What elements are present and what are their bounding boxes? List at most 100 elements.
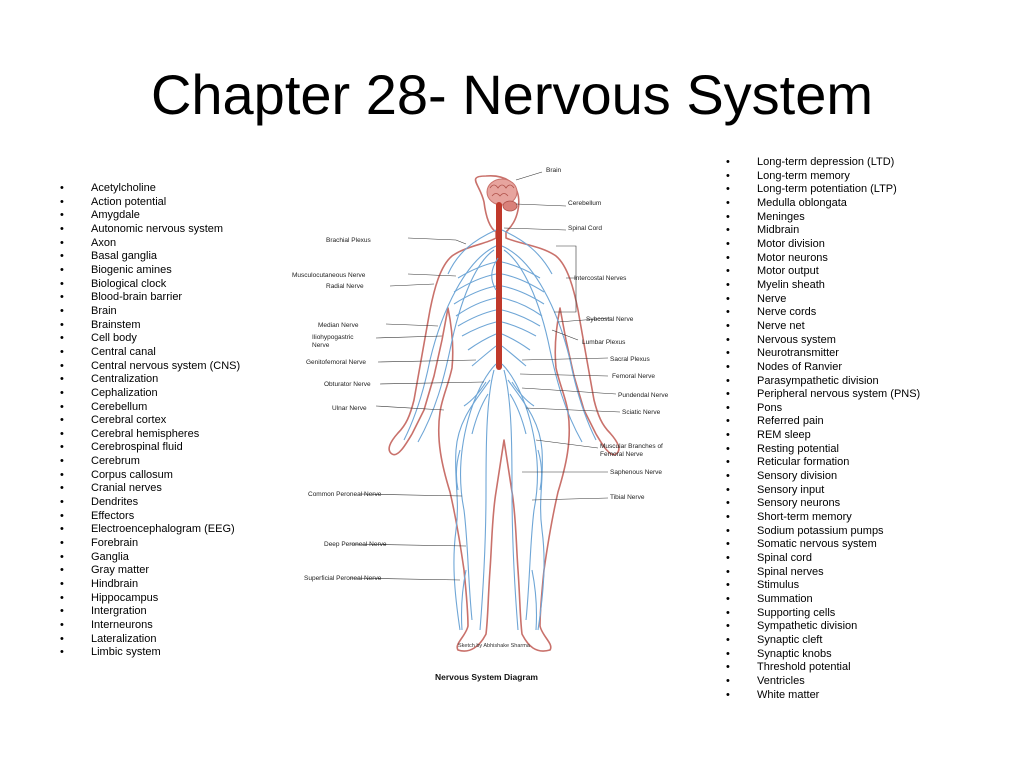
right-term: Somatic nervous system	[726, 538, 920, 552]
left-term: Dendrites	[60, 496, 240, 510]
left-term: Cranial nerves	[60, 482, 240, 496]
right-term: Motor output	[726, 265, 920, 279]
right-term: Medulla oblongata	[726, 197, 920, 211]
left-term: Central nervous system (CNS)	[60, 360, 240, 374]
left-term: Cell body	[60, 332, 240, 346]
brain-shape	[486, 178, 518, 212]
label-sacral: Sacral Plexus	[610, 356, 650, 363]
label-intercostal: Intercostal Nerves	[574, 275, 627, 282]
right-term: Nerve net	[726, 320, 920, 334]
label-brachial-plexus: Brachial Plexus	[326, 237, 372, 244]
left-term: Cephalization	[60, 387, 240, 401]
right-term: Nervous system	[726, 334, 920, 348]
right-term: Ventricles	[726, 675, 920, 689]
right-term: Sympathetic division	[726, 620, 920, 634]
leader-lines	[349, 171, 621, 581]
label-obturator: Obturator Nerve	[324, 381, 371, 388]
left-term: Biogenic amines	[60, 264, 240, 278]
right-term-list: Long-term depression (LTD)Long-term memo…	[726, 156, 920, 702]
label-tibial: Tibial Nerve	[610, 494, 645, 501]
left-term: Cerebral cortex	[60, 414, 240, 428]
nerve-network	[403, 229, 597, 631]
left-term: Cerebrum	[60, 455, 240, 469]
label-subcostal: Sybcostal Nerve	[586, 316, 634, 323]
left-term: Ganglia	[60, 551, 240, 565]
label-common-peroneal: Common Peroneal Nerve	[308, 491, 382, 498]
left-term: Limbic system	[60, 646, 240, 660]
body-outline	[388, 175, 620, 652]
right-term: Neurotransmitter	[726, 347, 920, 361]
right-term: Referred pain	[726, 415, 920, 429]
right-term: Nerve	[726, 293, 920, 307]
label-cerebellum: Cerebellum	[568, 200, 601, 207]
left-term: Electroencephalogram (EEG)	[60, 523, 240, 537]
left-term: Intergration	[60, 605, 240, 619]
right-term: Threshold potential	[726, 661, 920, 675]
right-term: REM sleep	[726, 429, 920, 443]
left-term: Centralization	[60, 373, 240, 387]
right-term: Nodes of Ranvier	[726, 361, 920, 375]
label-radial: Radial Nerve	[326, 283, 364, 290]
label-muscular-1: Muscular Branches of	[600, 443, 663, 450]
left-term: Lateralization	[60, 633, 240, 647]
left-term: Autonomic nervous system	[60, 223, 240, 237]
left-term: Hindbrain	[60, 578, 240, 592]
right-term: Sodium potassium pumps	[726, 525, 920, 539]
left-term: Gray matter	[60, 564, 240, 578]
label-iliohypogastric-1: Iliohypogastric	[312, 334, 354, 341]
right-term: Spinal nerves	[726, 566, 920, 580]
right-term: Myelin sheath	[726, 279, 920, 293]
spinal-cord-shape	[496, 202, 502, 370]
label-musculocutaneous: Musculocutaneous Nerve	[292, 272, 366, 279]
left-term: Basal ganglia	[60, 250, 240, 264]
right-term: Motor neurons	[726, 252, 920, 266]
left-term: Cerebrospinal fluid	[60, 441, 240, 455]
left-term: Action potential	[60, 196, 240, 210]
label-superficial-peroneal: Superficial Peroneal Nerve	[304, 575, 382, 582]
right-term: Midbrain	[726, 224, 920, 238]
label-ulnar: Ulnar Nerve	[332, 405, 367, 412]
label-deep-peroneal: Deep Peroneal Nerve	[324, 541, 387, 548]
right-term: Spinal cord	[726, 552, 920, 566]
left-term: Cerebellum	[60, 401, 240, 415]
right-term: White matter	[726, 689, 920, 703]
right-term: Stimulus	[726, 579, 920, 593]
left-term: Interneurons	[60, 619, 240, 633]
right-term: Meninges	[726, 211, 920, 225]
label-femoral: Femoral Nerve	[612, 373, 655, 380]
label-lumbar: Lumbar Plexus	[582, 339, 626, 346]
right-term: Motor division	[726, 238, 920, 252]
diagram-caption: Nervous System Diagram	[435, 672, 538, 682]
right-term: Parasympathetic division	[726, 375, 920, 389]
right-term: Sensory division	[726, 470, 920, 484]
right-term: Long-term potentiation (LTP)	[726, 183, 920, 197]
slide-title: Chapter 28- Nervous System	[150, 63, 874, 126]
left-term: Amygdale	[60, 209, 240, 223]
left-term: Effectors	[60, 510, 240, 524]
left-term: Hippocampus	[60, 592, 240, 606]
diagram-labels: Brain Cerebellum Spinal Cord Brachial Pl…	[292, 167, 669, 682]
label-sciatic: Sciatic Nerve	[622, 409, 661, 416]
right-term: Peripheral nervous system (PNS)	[726, 388, 920, 402]
left-term-list: AcetylcholineAction potentialAmygdaleAut…	[60, 182, 240, 660]
right-term: Pons	[726, 402, 920, 416]
label-saphenous: Saphenous Nerve	[610, 469, 662, 476]
left-term: Acetylcholine	[60, 182, 240, 196]
left-term: Corpus callosum	[60, 469, 240, 483]
label-brain: Brain	[546, 167, 562, 174]
left-term: Brainstem	[60, 319, 240, 333]
label-genitofemoral: Genitofemoral Nerve	[306, 359, 366, 366]
right-term: Short-term memory	[726, 511, 920, 525]
nervous-system-diagram: Brain Cerebellum Spinal Cord Brachial Pl…	[292, 167, 669, 682]
left-term: Central canal	[60, 346, 240, 360]
right-term: Reticular formation	[726, 456, 920, 470]
diagram-credit: Sketch by Abhishake Sharma	[458, 643, 531, 649]
left-term: Cerebral hemispheres	[60, 428, 240, 442]
label-median: Median Nerve	[318, 322, 359, 329]
right-term: Sensory neurons	[726, 497, 920, 511]
right-term: Sensory input	[726, 484, 920, 498]
right-term: Synaptic cleft	[726, 634, 920, 648]
right-term: Supporting cells	[726, 607, 920, 621]
left-term: Forebrain	[60, 537, 240, 551]
label-pundendal: Pundendal Nerve	[618, 392, 669, 399]
